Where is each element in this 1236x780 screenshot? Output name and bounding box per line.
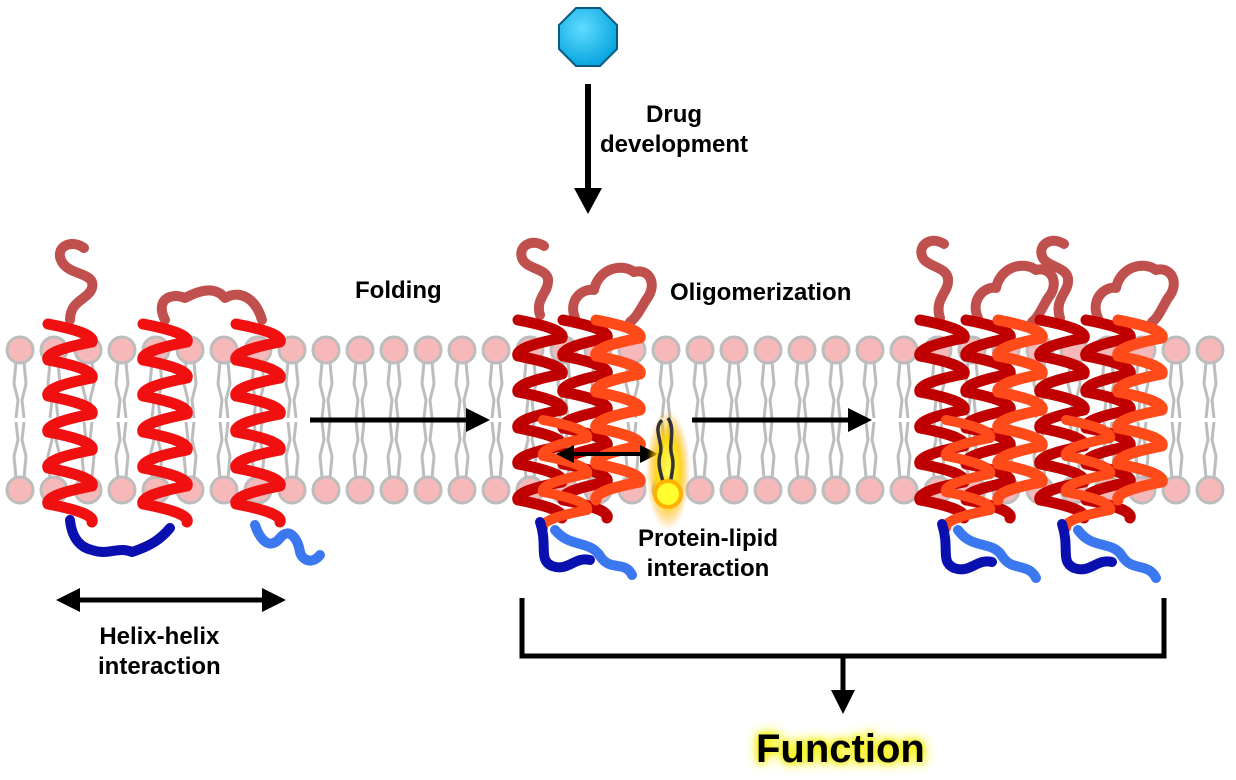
drug-molecule-icon [558, 7, 618, 67]
cytoplasmic-tail [953, 525, 1041, 583]
extracellular-loop [1036, 235, 1073, 323]
cytoplasmic-tail [65, 515, 175, 557]
transmembrane-helix [1112, 314, 1168, 506]
lipid-molecule [345, 335, 375, 505]
function-label: Function [756, 727, 925, 771]
protein-structures [42, 235, 1179, 583]
lipid-molecule [787, 335, 817, 505]
extracellular-loop [916, 235, 953, 323]
lipid-molecule [1161, 335, 1191, 505]
protein-lipid-line2: interaction [646, 555, 770, 582]
transmembrane-helix [940, 415, 996, 533]
oligomerization-label: Oligomerization [670, 279, 852, 306]
cytoplasmic-tail [1057, 519, 1117, 575]
cytoplasmic-tail [1073, 525, 1161, 583]
lipid-molecule [311, 335, 341, 505]
lipid-molecule [481, 335, 511, 505]
transmembrane-helix [1060, 415, 1116, 533]
transmembrane-helix [1080, 314, 1136, 524]
drug-development-line2: development [600, 131, 749, 158]
helix-helix-arrow [56, 588, 286, 612]
lipid-molecule [1195, 335, 1225, 505]
lipid-molecule [855, 335, 885, 505]
cytoplasmic-tail [250, 520, 325, 566]
lipid-molecule [379, 335, 409, 505]
cytoplasmic-tail [550, 525, 637, 580]
helix-helix-line2: interaction [98, 653, 221, 680]
transmembrane-helix [590, 314, 646, 506]
function-bracket [519, 598, 1167, 714]
transmembrane-helix [992, 314, 1048, 506]
transmembrane-helix [557, 314, 613, 524]
lipid-molecule [685, 335, 715, 505]
drug-development-line1: Drug [646, 101, 703, 128]
transmembrane-helix [230, 318, 286, 528]
extracellular-loop [1090, 260, 1179, 327]
drug-development-label: Drug development [600, 100, 748, 160]
drug-arrow [574, 84, 602, 214]
transmembrane-helix [537, 415, 593, 533]
lipid-molecule [277, 335, 307, 505]
lipid-molecule [889, 335, 919, 505]
protein-lipid-label: Protein-lipid interaction [638, 524, 778, 584]
transmembrane-helix [960, 314, 1016, 524]
transmembrane-helix [137, 318, 193, 528]
lipid-molecule [821, 335, 851, 505]
lipid-molecule [447, 335, 477, 505]
extracellular-loop [516, 237, 553, 320]
extracellular-loop [156, 285, 267, 325]
transmembrane-helix [42, 318, 98, 528]
lipid-molecule [5, 335, 35, 505]
protein-lipid-line1: Protein-lipid [638, 525, 778, 552]
highlighted-lipid [646, 410, 690, 530]
extracellular-loop [55, 239, 98, 325]
extracellular-loop [970, 260, 1059, 327]
folding-arrow [310, 408, 490, 432]
oligomerization-arrow [692, 408, 872, 432]
helix-helix-label: Helix-helix interaction [98, 622, 221, 682]
cytoplasmic-tail [535, 517, 595, 573]
lipid-molecule [413, 335, 443, 505]
lipid-molecule [719, 335, 749, 505]
lipid-molecule [107, 335, 137, 505]
folding-label: Folding [355, 277, 442, 304]
extracellular-loop [568, 262, 657, 327]
cytoplasmic-tail [937, 519, 997, 575]
helix-helix-line1: Helix-helix [99, 623, 220, 650]
lipid-molecule [753, 335, 783, 505]
